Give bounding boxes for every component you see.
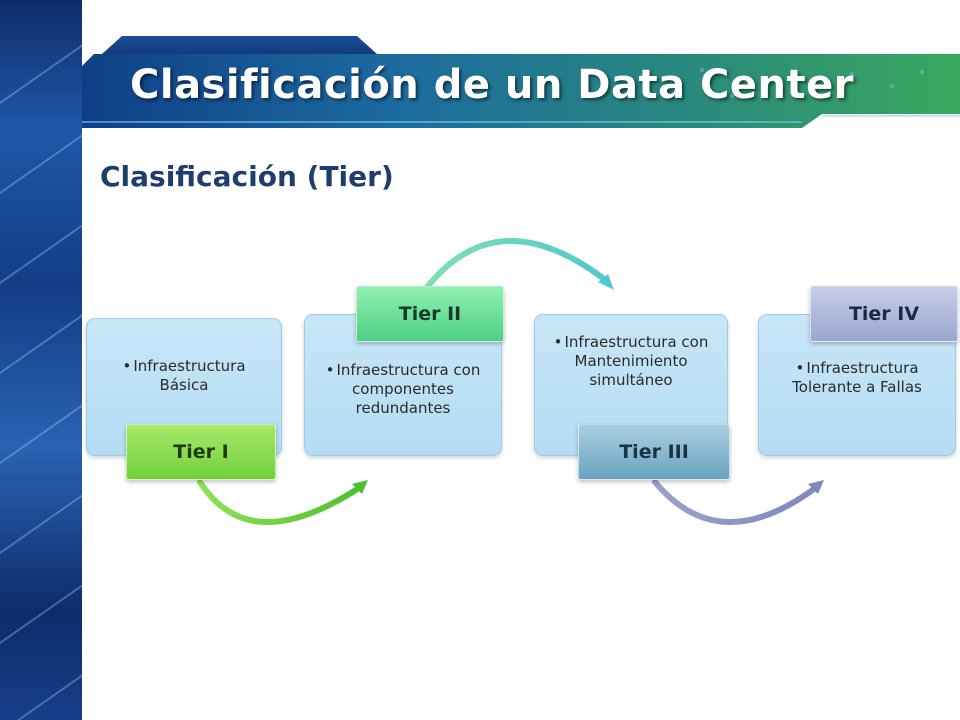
arrow-head-2 xyxy=(598,274,614,290)
title-banner xyxy=(82,36,960,128)
tier-4-label: Tier IV xyxy=(810,286,958,342)
tier-2-description: •Infraestructura con componentes redunda… xyxy=(325,361,481,417)
left-decorative-band xyxy=(0,0,82,720)
page-title: Clasificación de un Data Center xyxy=(130,62,854,108)
arrow-head-1 xyxy=(352,480,368,494)
tier-4-description: •Infraestructura Tolerante a Fallas xyxy=(792,359,922,396)
arrow-tier2-to-tier3 xyxy=(425,238,611,289)
slide-subtitle: Clasificación (Tier) xyxy=(100,160,394,193)
tier-1-label: Tier I xyxy=(126,424,276,480)
tier-1-description: •Infraestructura Básica xyxy=(122,357,246,394)
arrow-tier3-to-tier4 xyxy=(652,479,821,525)
bullet-icon: • xyxy=(553,333,563,351)
bullet-icon: • xyxy=(325,361,335,379)
arrow-head-3 xyxy=(808,480,824,494)
arrow-tier1-to-tier2 xyxy=(197,479,365,525)
tier-3-label: Tier III xyxy=(578,424,730,480)
tier-2-label: Tier II xyxy=(356,286,504,342)
bullet-icon: • xyxy=(795,359,805,377)
bullet-icon: • xyxy=(122,357,132,375)
tier-3-description: •Infraestructura con Mantenimiento simul… xyxy=(553,333,709,389)
